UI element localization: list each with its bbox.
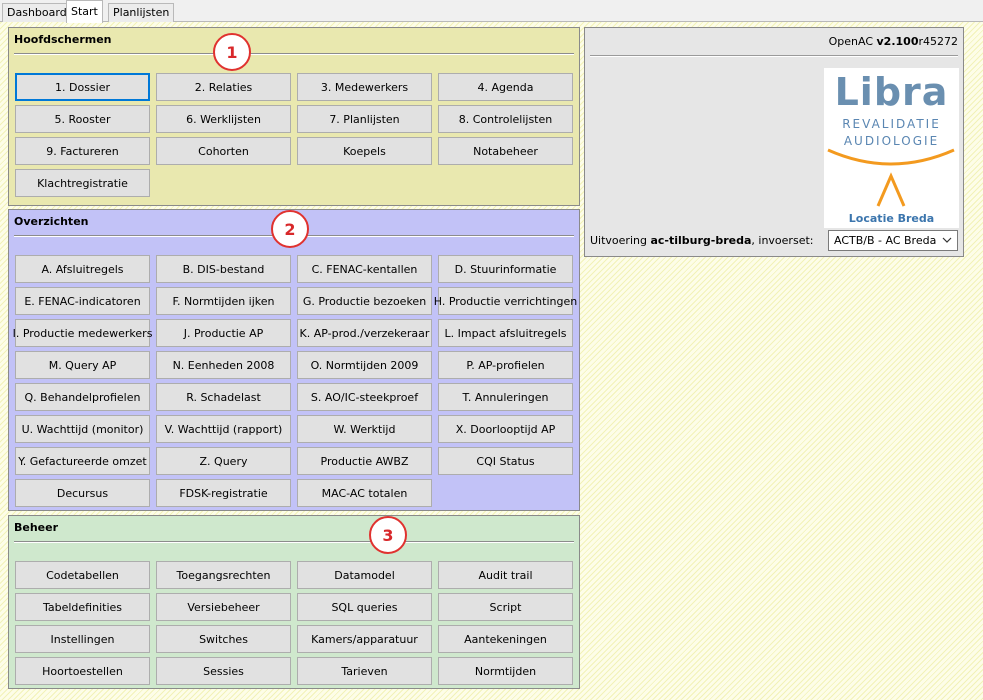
overzichten-button-w-werktijd[interactable]: W. Werktijd — [297, 415, 432, 443]
beheer-button-switches[interactable]: Switches — [156, 625, 291, 653]
beheer-button-tabeldefinities[interactable]: Tabeldefinities — [15, 593, 150, 621]
beheer-button-instellingen[interactable]: Instellingen — [15, 625, 150, 653]
logo-location: Locatie Breda — [848, 212, 935, 225]
beheer-button-sql-queries[interactable]: SQL queries — [297, 593, 432, 621]
app-name: OpenAC — [828, 35, 874, 48]
hoofdschermen-button-7-planlijsten[interactable]: 7. Planlijsten — [297, 105, 432, 133]
overzichten-button-fdsk-registratie[interactable]: FDSK-registratie — [156, 479, 291, 507]
info-panel: OpenAC v2.100r45272 Libra REVALIDATIE AU… — [584, 27, 964, 257]
overzichten-button-o-normtijden-2009[interactable]: O. Normtijden 2009 — [297, 351, 432, 379]
logo-mark-icon — [827, 148, 955, 207]
exec-location: ac-tilburg-breda — [650, 234, 752, 247]
overzichten-button-z-query[interactable]: Z. Query — [156, 447, 291, 475]
tab-dashboard[interactable]: Dashboard — [2, 3, 72, 22]
overzichten-button-n-eenheden-2008[interactable]: N. Eenheden 2008 — [156, 351, 291, 379]
overzichten-button-b-dis-bestand[interactable]: B. DIS-bestand — [156, 255, 291, 283]
overzichten-button-a-afsluitregels[interactable]: A. Afsluitregels — [15, 255, 150, 283]
section-marker-1: 1 — [213, 33, 251, 71]
overzichten-button-y-gefactureerde-omzet[interactable]: Y. Gefactureerde omzet — [15, 447, 150, 475]
chevron-down-icon — [942, 237, 952, 243]
overzichten-button-k-ap-prod-verzekeraar[interactable]: K. AP-prod./verzekeraar — [297, 319, 432, 347]
overzichten-button-cqi-status[interactable]: CQI Status — [438, 447, 573, 475]
hoofdschermen-title: Hoofdschermen — [14, 33, 112, 46]
exec-suffix: , invoerset: — [751, 234, 814, 247]
overzichten-button-mac-ac-totalen[interactable]: MAC-AC totalen — [297, 479, 432, 507]
execution-info: Uitvoering ac-tilburg-breda, invoerset: — [590, 234, 813, 247]
overzichten-button-q-behandelprofielen[interactable]: Q. Behandelprofielen — [15, 383, 150, 411]
logo-line-1: REVALIDATIE — [842, 117, 941, 131]
overzichten-button-x-doorlooptijd-ap[interactable]: X. Doorlooptijd AP — [438, 415, 573, 443]
libra-logo: Libra REVALIDATIE AUDIOLOGIE Locatie Bre… — [824, 68, 959, 228]
logo-line-2: AUDIOLOGIE — [843, 134, 940, 148]
section-marker-3: 3 — [369, 516, 407, 554]
app-version: v2.100 — [876, 35, 919, 48]
overzichten-button-h-productie-verrichtingen[interactable]: H. Productie verrichtingen — [434, 287, 577, 315]
overzichten-button-m-query-ap[interactable]: M. Query AP — [15, 351, 150, 379]
overzichten-button-u-wachttijd-monitor[interactable]: U. Wachttijd (monitor) — [15, 415, 150, 443]
version-label: OpenAC v2.100r45272 — [829, 35, 958, 48]
overzichten-button-i-productie-medewerkers[interactable]: I. Productie medewerkers — [13, 319, 152, 347]
hoofdschermen-button-2-relaties[interactable]: 2. Relaties — [156, 73, 291, 101]
overzichten-button-decursus[interactable]: Decursus — [15, 479, 150, 507]
beheer-button-hoortoestellen[interactable]: Hoortoestellen — [15, 657, 150, 685]
hoofdschermen-button-6-werklijsten[interactable]: 6. Werklijsten — [156, 105, 291, 133]
hoofdschermen-button-8-controlelijsten[interactable]: 8. Controlelijsten — [438, 105, 573, 133]
overzichten-button-d-stuurinformatie[interactable]: D. Stuurinformatie — [438, 255, 573, 283]
overzichten-button-f-normtijden-ijken[interactable]: F. Normtijden ijken — [156, 287, 291, 315]
overzichten-button-e-fenac-indicatoren[interactable]: E. FENAC-indicatoren — [15, 287, 150, 315]
hoofdschermen-button-1-dossier[interactable]: 1. Dossier — [15, 73, 150, 101]
hoofdschermen-button-9-factureren[interactable]: 9. Factureren — [15, 137, 150, 165]
overzichten-button-g-productie-bezoeken[interactable]: G. Productie bezoeken — [297, 287, 432, 315]
app-revision: r45272 — [918, 35, 958, 48]
beheer-title: Beheer — [14, 521, 59, 534]
divider — [14, 541, 574, 542]
overzichten-button-r-schadelast[interactable]: R. Schadelast — [156, 383, 291, 411]
invoerset-select[interactable]: ACTB/B - AC Breda — [828, 230, 958, 251]
beheer-button-codetabellen[interactable]: Codetabellen — [15, 561, 150, 589]
hoofdschermen-button-koepels[interactable]: Koepels — [297, 137, 432, 165]
invoerset-value: ACTB/B - AC Breda — [834, 234, 937, 247]
section-marker-2: 2 — [271, 210, 309, 248]
overzichten-button-p-ap-profielen[interactable]: P. AP-profielen — [438, 351, 573, 379]
overzichten-button-productie-awbz[interactable]: Productie AWBZ — [297, 447, 432, 475]
overzichten-button-v-wachttijd-rapport[interactable]: V. Wachttijd (rapport) — [156, 415, 291, 443]
hoofdschermen-button-3-medewerkers[interactable]: 3. Medewerkers — [297, 73, 432, 101]
exec-prefix: Uitvoering — [590, 234, 651, 247]
beheer-button-tarieven[interactable]: Tarieven — [297, 657, 432, 685]
overzichten-button-l-impact-afsluitregels[interactable]: L. Impact afsluitregels — [438, 319, 573, 347]
overzichten-title: Overzichten — [14, 215, 89, 228]
overzichten-button-c-fenac-kentallen[interactable]: C. FENAC-kentallen — [297, 255, 432, 283]
beheer-button-audit-trail[interactable]: Audit trail — [438, 561, 573, 589]
hoofdschermen-button-5-rooster[interactable]: 5. Rooster — [15, 105, 150, 133]
hoofdschermen-button-notabeheer[interactable]: Notabeheer — [438, 137, 573, 165]
beheer-button-script[interactable]: Script — [438, 593, 573, 621]
divider — [590, 55, 958, 56]
overzichten-button-s-ao-ic-steekproef[interactable]: S. AO/IC-steekproef — [297, 383, 432, 411]
hoofdschermen-button-4-agenda[interactable]: 4. Agenda — [438, 73, 573, 101]
beheer-button-normtijden[interactable]: Normtijden — [438, 657, 573, 685]
beheer-button-aantekeningen[interactable]: Aantekeningen — [438, 625, 573, 653]
beheer-button-datamodel[interactable]: Datamodel — [297, 561, 432, 589]
hoofdschermen-button-cohorten[interactable]: Cohorten — [156, 137, 291, 165]
overzichten-button-t-annuleringen[interactable]: T. Annuleringen — [438, 383, 573, 411]
tab-bar: Dashboard Start Planlijsten — [0, 0, 983, 23]
overzichten-button-j-productie-ap[interactable]: J. Productie AP — [156, 319, 291, 347]
divider — [14, 53, 574, 54]
beheer-button-versiebeheer[interactable]: Versiebeheer — [156, 593, 291, 621]
tab-start[interactable]: Start — [66, 0, 103, 23]
tab-planlijsten[interactable]: Planlijsten — [108, 3, 175, 22]
beheer-button-kamers-apparatuur[interactable]: Kamers/apparatuur — [297, 625, 432, 653]
beheer-button-toegangsrechten[interactable]: Toegangsrechten — [156, 561, 291, 589]
beheer-button-sessies[interactable]: Sessies — [156, 657, 291, 685]
hoofdschermen-button-klachtregistratie[interactable]: Klachtregistratie — [15, 169, 150, 197]
logo-name: Libra — [834, 70, 949, 114]
